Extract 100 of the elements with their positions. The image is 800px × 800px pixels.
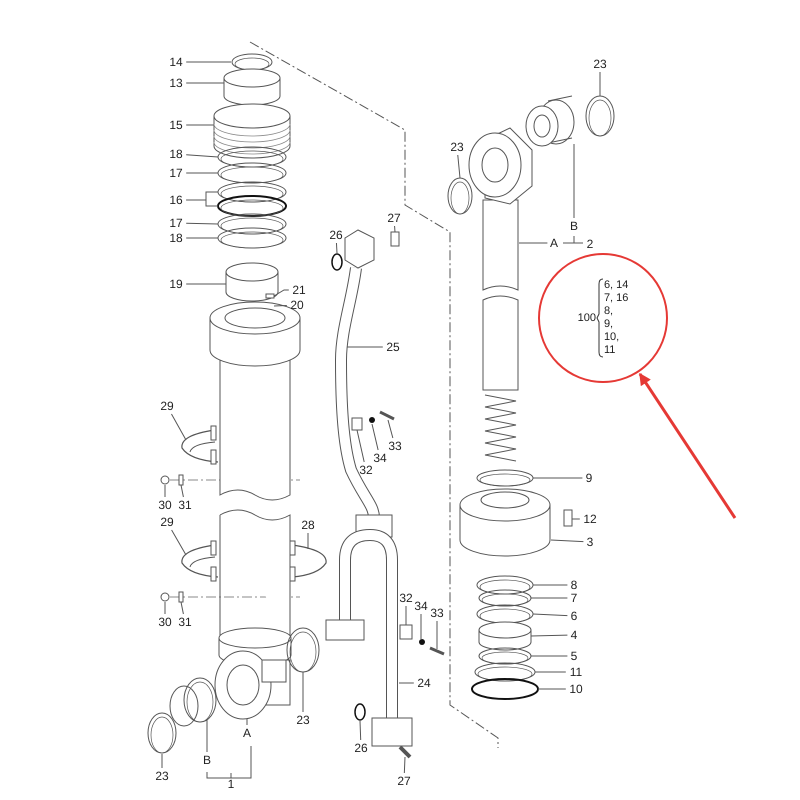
seal-ring [478, 648, 532, 664]
bolt [160, 476, 170, 484]
callout-label: 11 [570, 666, 582, 678]
callout-label: 23 [450, 141, 464, 153]
part-number-list-item: 7, 16 [604, 292, 628, 305]
callout-label: 17 [169, 167, 183, 179]
callout-label: 28 [301, 519, 315, 531]
callout-label: 5 [570, 650, 578, 662]
piston-rod [468, 127, 532, 462]
leader-line [398, 682, 414, 684]
leader-line [356, 430, 365, 462]
leader-line [436, 620, 438, 650]
callout-label: B [570, 220, 578, 232]
leader-line [186, 172, 218, 174]
leader-line [164, 602, 166, 614]
seal-ring [218, 146, 286, 168]
bolt [429, 646, 445, 656]
callout-label: 3 [586, 536, 594, 548]
callout-label: 26 [329, 229, 343, 241]
cylinder-bottom [214, 628, 292, 720]
leader-line [186, 154, 218, 158]
pipe-clamp [290, 540, 327, 582]
leader-line [532, 614, 568, 616]
leader-line [420, 614, 422, 640]
washer [178, 592, 184, 602]
piston-nut [226, 262, 278, 302]
leader-line [186, 222, 218, 224]
callout-label: 31 [178, 499, 192, 511]
leader-line [180, 602, 184, 614]
leader-line [532, 584, 568, 586]
callout-label: B [203, 754, 211, 766]
callout-label: 32 [359, 464, 373, 476]
part-number-list-item: 6, 14 [604, 279, 628, 292]
callout-label: 29 [160, 400, 174, 412]
seal-ring [476, 470, 534, 486]
dust-seal [586, 96, 614, 136]
leader-line [170, 414, 186, 440]
pin-bushing [170, 678, 216, 726]
seal-ring [218, 214, 286, 234]
callout-label: 18 [169, 148, 183, 160]
kit-number: 100 [578, 310, 596, 326]
leader-line [457, 154, 460, 178]
leader-line [394, 226, 396, 232]
bolt [160, 592, 170, 602]
callout-label: 33 [430, 607, 444, 619]
arrow [638, 372, 736, 519]
leader-line [404, 756, 406, 774]
bushing [478, 622, 532, 650]
o-ring [217, 195, 287, 217]
pipe-clamp [181, 540, 218, 582]
dust-seal [286, 628, 320, 672]
o-ring [331, 253, 343, 271]
seal-ring [476, 576, 534, 594]
callout-label: 13 [169, 77, 183, 89]
callout-label: 6 [570, 610, 578, 622]
callout-label: 2 [586, 238, 594, 250]
rod-cover [460, 488, 550, 556]
callout-label: 25 [386, 341, 400, 353]
leader-line [360, 720, 362, 740]
callout-label: 34 [373, 452, 387, 464]
callout-label: 30 [158, 499, 172, 511]
leader-line [246, 718, 248, 726]
cushion-ring [224, 68, 280, 106]
callout-label: 29 [160, 516, 174, 528]
seal-ring [218, 182, 286, 202]
leader-line [538, 688, 566, 690]
piston [214, 104, 290, 158]
callout-label: 10 [569, 683, 583, 695]
callout-label: 24 [417, 677, 431, 689]
pipe-clamp [181, 426, 218, 464]
part-number-list-item: 8, [604, 305, 614, 318]
leader-line [372, 424, 379, 450]
callout-label: 16 [169, 194, 183, 206]
callout-label: A [550, 237, 558, 249]
seal-ring [478, 590, 532, 606]
callout-label: 26 [354, 742, 368, 754]
callout-label: 9 [586, 472, 592, 484]
part-number-list-item: 10, [604, 331, 620, 344]
callout-label: 23 [155, 770, 169, 782]
leader-line [388, 420, 394, 438]
leader-line [550, 540, 584, 542]
callout-label: 30 [158, 616, 172, 628]
callout-label: 32 [399, 592, 413, 604]
callout-label: 23 [593, 58, 607, 70]
callout-label: 19 [169, 278, 183, 290]
leader-line [180, 484, 184, 498]
leader-line [572, 518, 580, 520]
callout-label: 8 [570, 579, 578, 591]
callout-label: 15 [169, 119, 183, 131]
seal-ring [218, 162, 286, 184]
callout-label: 31 [178, 616, 192, 628]
callout-label: 1 [228, 778, 234, 790]
leader-line [186, 124, 214, 126]
leader-line [206, 720, 208, 752]
leader-line [346, 346, 384, 348]
callout-label: 7 [570, 592, 578, 604]
seal-ring [218, 228, 286, 248]
leader-line [518, 242, 548, 244]
bolt [379, 410, 395, 420]
leader-line [274, 304, 288, 306]
